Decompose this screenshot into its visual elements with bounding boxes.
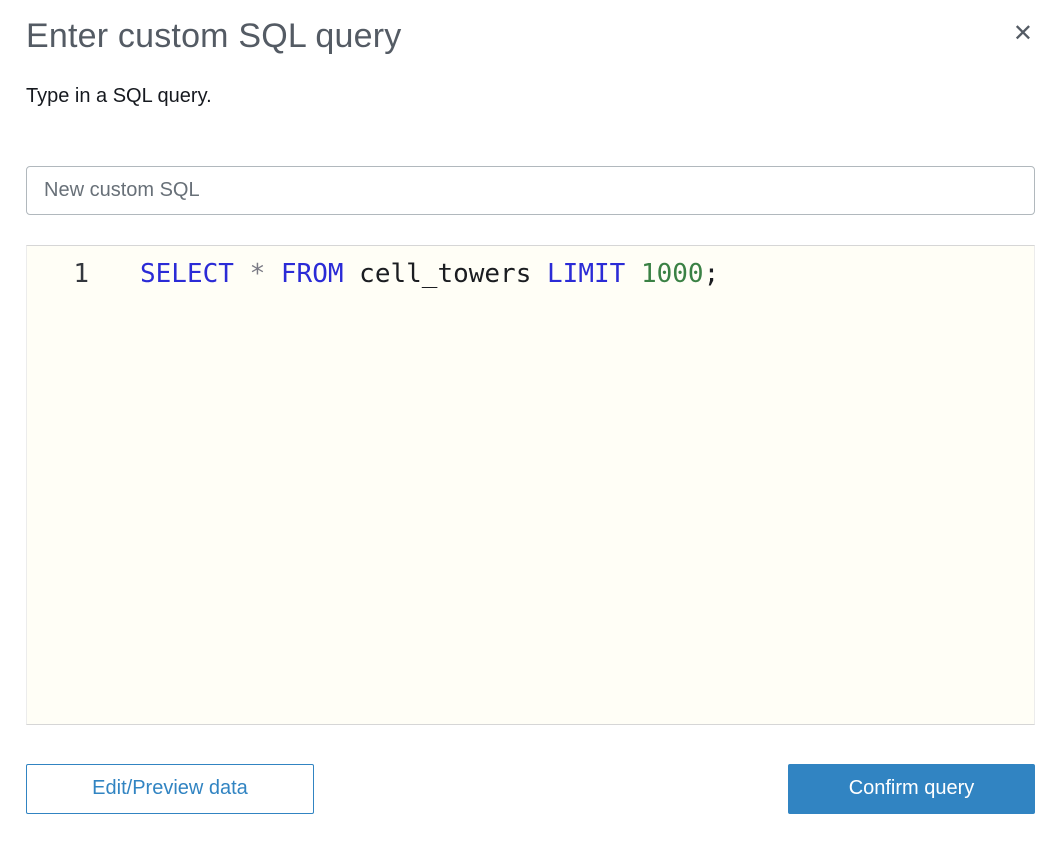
line-number: 1 [73, 258, 89, 289]
dialog-subtitle: Type in a SQL query. [26, 84, 212, 107]
confirm-query-button[interactable]: Confirm query [788, 763, 1035, 814]
query-name-input[interactable] [26, 165, 1035, 215]
edit-preview-data-button[interactable]: Edit/Preview data [26, 763, 314, 814]
dialog-footer: Edit/Preview data Confirm query [26, 763, 1035, 814]
sql-editor[interactable]: 1 SELECT * FROM cell_towers LIMIT 1000; [26, 244, 1035, 725]
page-title: Enter custom SQL query [26, 17, 402, 55]
sql-code-line[interactable]: SELECT * FROM cell_towers LIMIT 1000; [140, 258, 720, 289]
close-icon[interactable]: ✕ [1011, 16, 1035, 52]
dialog-header: Enter custom SQL query ✕ [26, 0, 1035, 57]
